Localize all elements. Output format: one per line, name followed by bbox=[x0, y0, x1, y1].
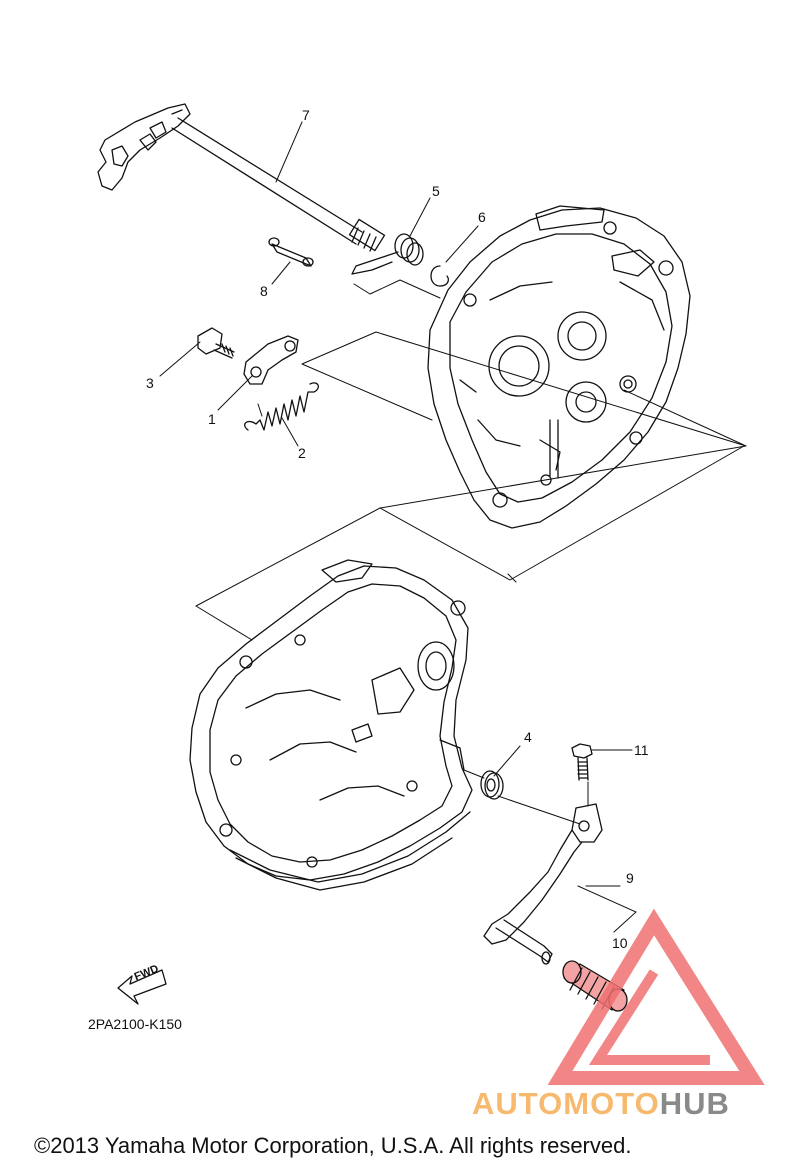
collar-drawing bbox=[268, 237, 314, 267]
circlip-drawing bbox=[430, 265, 449, 287]
leader-lines bbox=[159, 121, 633, 887]
part-label-6: 6 bbox=[478, 209, 486, 225]
shift-shaft-drawing bbox=[97, 103, 386, 252]
part-label-1: 1 bbox=[208, 411, 216, 427]
left-crankcase-drawing bbox=[189, 559, 473, 891]
part-label-4: 4 bbox=[524, 729, 532, 745]
watermark-triangle-icon bbox=[547, 908, 765, 1085]
tension-spring-drawing bbox=[244, 382, 319, 431]
torsion-spring-drawing bbox=[351, 233, 424, 275]
watermark-word-hub: HUB bbox=[659, 1086, 730, 1121]
assembly-guide-lines bbox=[195, 279, 747, 933]
part-label-10: 10 bbox=[612, 935, 628, 951]
part-label-9: 9 bbox=[626, 870, 634, 886]
shift-pedal-drawing bbox=[483, 803, 603, 965]
watermark-word-auto: AUTO bbox=[472, 1086, 564, 1121]
stopper-lever-drawing bbox=[243, 335, 299, 385]
watermark-wordmark: AUTOMOTOHUB bbox=[472, 1086, 730, 1122]
part-label-2: 2 bbox=[298, 445, 306, 461]
watermark-word-moto: MOTO bbox=[563, 1086, 660, 1121]
bolt-3-drawing bbox=[197, 327, 235, 359]
copyright-notice: ©2013 Yamaha Motor Corporation, U.S.A. A… bbox=[34, 1133, 632, 1158]
oil-seal-drawing bbox=[480, 770, 504, 800]
part-label-8: 8 bbox=[260, 283, 268, 299]
part-label-11: 11 bbox=[634, 742, 649, 758]
right-crankcase-drawing bbox=[427, 205, 691, 529]
diagram-code: 2PA2100-K150 bbox=[88, 1016, 182, 1032]
part-label-7: 7 bbox=[302, 107, 310, 123]
bolt-11-drawing bbox=[571, 743, 593, 781]
fwd-arrow-icon bbox=[117, 969, 167, 1005]
part-label-5: 5 bbox=[432, 183, 440, 199]
part-label-3: 3 bbox=[146, 375, 154, 391]
